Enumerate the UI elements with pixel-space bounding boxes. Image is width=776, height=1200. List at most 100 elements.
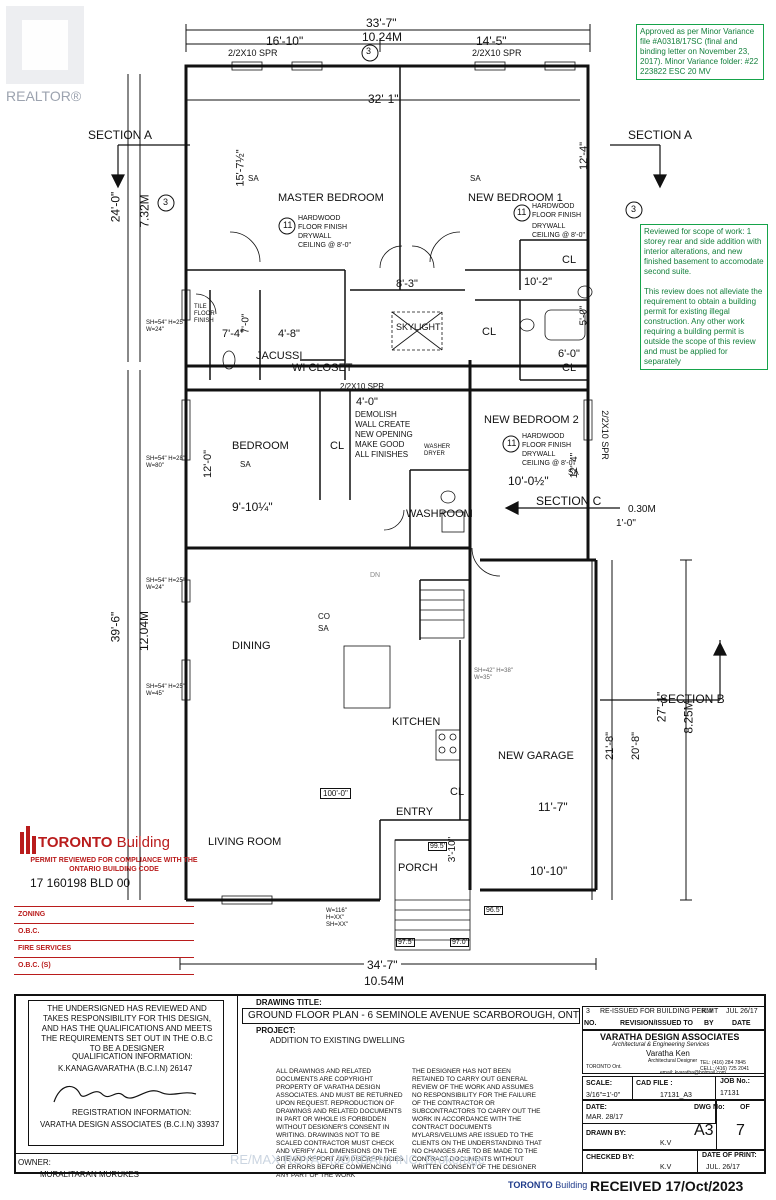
revision-marker-right: 3	[631, 204, 637, 214]
drawing-title-label: DRAWING TITLE:	[256, 998, 322, 1007]
date-cell	[582, 1100, 716, 1124]
room-closet-5: CL	[450, 786, 465, 798]
dim-garage-width-2: 10'-10"	[530, 864, 568, 878]
beam-label-1: 2/2X10 SPR	[228, 48, 278, 58]
dim-master-height: 15'-7½"	[234, 149, 247, 187]
reg-value: VARATHA DESIGN ASSOCIATES (B.C.I.N) 3393…	[40, 1120, 220, 1129]
dim-left-upper-metric: 7.32M	[137, 194, 152, 228]
room-living: LIVING ROOM	[208, 836, 282, 848]
room-closet-1: CL	[562, 254, 577, 266]
beam-label-2: 2/2X10 SPR	[472, 48, 522, 58]
dim-bath-height: 5'-0"	[578, 305, 590, 326]
beam-label-4: 2/2X10 SPR	[599, 410, 610, 460]
dim-wic-width: 4'-8"	[278, 328, 300, 340]
firm-cell: CELL: (416) 725 2041	[700, 1066, 750, 1072]
date-label: DATE:	[586, 1104, 607, 1111]
job-label: JOB No.:	[720, 1078, 750, 1085]
room-new-bedroom-2: NEW BEDROOM 2	[484, 414, 579, 426]
undersigned-statement: THE UNDERSIGNED HAS REVIEWED AND TAKES R…	[41, 1004, 213, 1053]
received-brand: TORONTO Building	[508, 1180, 588, 1190]
dim-right-lower: 27'-1"	[654, 691, 669, 723]
dim-right-lower-metric: 8.25M	[681, 700, 696, 734]
rev-text: RE-ISSUED FOR BUILDING PERMIT	[600, 1008, 719, 1015]
dim-left-lower-metric: 12.04M	[137, 610, 152, 652]
window-spec-2: SH=54" H=28" W=80"	[146, 456, 185, 469]
copyright-notes: ALL DRAWINGS AND RELATED DOCUMENTS ARE C…	[276, 1068, 404, 1179]
cad-value: 17131_A3	[660, 1092, 692, 1099]
project-label: PROJECT:	[256, 1026, 296, 1035]
review-note-disclaimer: This review does not alleviate the requi…	[644, 287, 763, 366]
dim-closet2-width: 6'-0"	[558, 348, 580, 360]
date-value: MAR. 28/17	[586, 1114, 623, 1121]
beam-label-3: 2/2X10 SPR	[340, 382, 385, 391]
dim-top-right: 14'-5"	[476, 34, 507, 48]
scale-value: 3/16"=1'-0"	[586, 1092, 621, 1099]
drawing-title: GROUND FLOOR PLAN - 6 SEMINOLE AVENUE SC…	[248, 1010, 579, 1021]
rev-header-no: NO.	[584, 1020, 597, 1027]
dim-garage-depth-2: 20'-8"	[630, 731, 643, 761]
dwg-label: DWG No:	[694, 1104, 725, 1111]
rev-header-date: DATE	[732, 1020, 751, 1027]
drawn-label: DRAWN BY:	[586, 1130, 626, 1137]
smoke-alarm-master: SA	[248, 174, 259, 183]
firm-city: TORONTO Ont.	[586, 1064, 622, 1070]
dim-garage-width-1: 11'-7"	[538, 800, 568, 814]
dim-left-lower: 39'-6"	[108, 611, 123, 643]
window-spec-1: SH=54" H=25" W=24"	[146, 320, 185, 333]
dim-offset-feet: 1'-0"	[616, 518, 636, 529]
level-995: 99.5'	[428, 842, 447, 851]
revision-marker-top: 3	[366, 46, 372, 56]
carbon-monoxide-alarm: CO	[318, 612, 330, 621]
finish-bed1-floor: HARDWOOD FLOOR FINISH	[532, 203, 582, 219]
stamp-row-fire: FIRE SERVICES	[14, 940, 194, 957]
smoke-alarm-bed1: SA	[470, 174, 481, 183]
print-value: JUL. 26/17	[706, 1164, 740, 1171]
dim-bed1-height: 12'-4"	[578, 141, 591, 171]
room-walk-in-closet: WI CLOSET	[292, 362, 353, 374]
cad-cell	[632, 1076, 716, 1100]
finish-tag-master: 11	[283, 220, 293, 230]
firm-email: email: kvaratha@hotmail.com	[660, 1070, 726, 1076]
level-975: 97.5'	[396, 938, 415, 947]
scale-label: SCALE:	[586, 1080, 613, 1087]
dim-top-metric: 10.24M	[362, 30, 403, 44]
window-spec-3: SH=54" H=25" W=24"	[146, 578, 185, 591]
owner-value: MURALITARAN MURUKES	[40, 1170, 139, 1179]
smoke-alarm-bedroom: SA	[240, 460, 251, 469]
dim-closet-width: 10'-2"	[524, 276, 553, 288]
section-a-right: SECTION A	[628, 128, 693, 142]
level-970: 97.0'	[450, 938, 469, 947]
drawing-title-box	[242, 1008, 580, 1024]
rev-by: K.V	[702, 1008, 714, 1015]
dim-top-left: 16'-10"	[266, 34, 304, 48]
of-value: 7	[736, 1122, 745, 1139]
checked-cell	[582, 1150, 698, 1174]
permit-stamp: TORONTO Building PERMIT REVIEWED FOR COM…	[14, 830, 198, 950]
washer-dryer: WASHER DRYER	[424, 444, 451, 457]
dim-offset-metric: 0.30M	[628, 504, 656, 515]
owner-label: OWNER:	[18, 1158, 51, 1167]
rev-header-by: BY	[704, 1020, 714, 1027]
checked-value: K.V	[660, 1164, 672, 1171]
room-bedroom: BEDROOM	[232, 440, 289, 452]
stamp-row-obc-s: O.B.C. (S)	[14, 957, 194, 975]
brokerage-watermark: RE/MAX ROYAL (JORDAN) INC. Brokerage	[230, 1152, 485, 1167]
cad-label: CAD FILE :	[636, 1080, 673, 1087]
revision-marker-left: 3	[163, 197, 169, 207]
job-value: 17131	[720, 1090, 740, 1097]
finish-bed2-floor: HARDWOOD FLOOR FINISH	[522, 433, 572, 449]
approval-note: Approved as per Minor Variance file #A03…	[636, 24, 764, 80]
firm-panel	[582, 1030, 766, 1074]
rev-header-issued: REVISION/ISSUED TO	[620, 1020, 693, 1027]
stamp-permit-number: 17 160198 BLD 00	[30, 876, 131, 890]
room-skylight: SKYLIGHT	[396, 322, 441, 332]
designer-disclaimer: THE DESIGNER HAS NOT BEEN RETAINED TO CA…	[412, 1068, 542, 1171]
firm-name: VARATHA DESIGN ASSOCIATES	[600, 1032, 740, 1042]
dim-inner-top: 32'-1"	[368, 92, 399, 106]
of-label: OF	[740, 1104, 750, 1111]
stamp-brand: TORONTO Building	[38, 834, 170, 851]
stair-down: DN	[370, 572, 381, 579]
stamp-row-obc: O.B.C.	[14, 923, 194, 940]
room-new-garage: NEW GARAGE	[498, 750, 574, 762]
